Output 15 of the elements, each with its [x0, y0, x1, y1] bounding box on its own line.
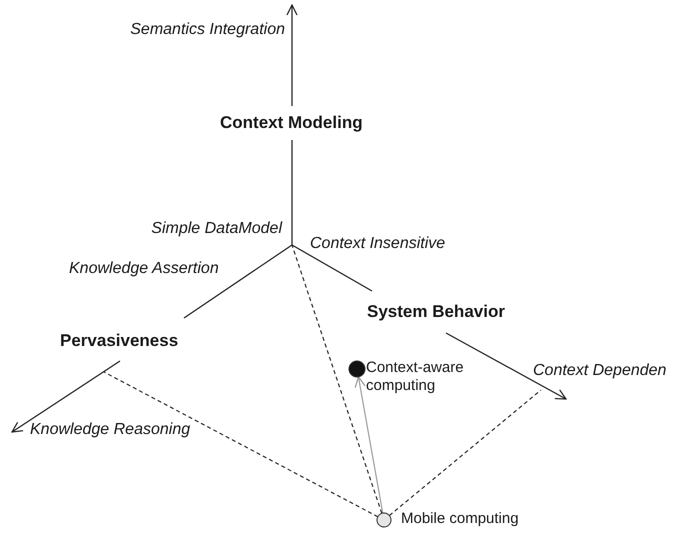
axis-label: System Behavior	[367, 303, 505, 321]
axis-end-label: Context Insensitive	[310, 235, 446, 253]
axis-end-label: Knowledge Reasoning	[30, 421, 190, 439]
axis-end-label: Knowledge Assertion	[69, 260, 219, 278]
arrow	[354, 376, 384, 514]
axis-label: Pervasiveness	[60, 332, 178, 350]
axis-label: Context Modeling	[220, 114, 363, 132]
dashed-line	[104, 372, 378, 518]
point-label: Mobile computing	[401, 510, 520, 528]
axis-end-label: Context Dependen	[533, 362, 666, 380]
axis-end-label: Simple DataModel	[151, 220, 282, 238]
axis-end-label: Semantics Integration	[130, 21, 285, 39]
dashed-line	[389, 390, 542, 516]
dashed-line	[291, 244, 382, 514]
point-label: Context-aware computing	[366, 359, 465, 395]
